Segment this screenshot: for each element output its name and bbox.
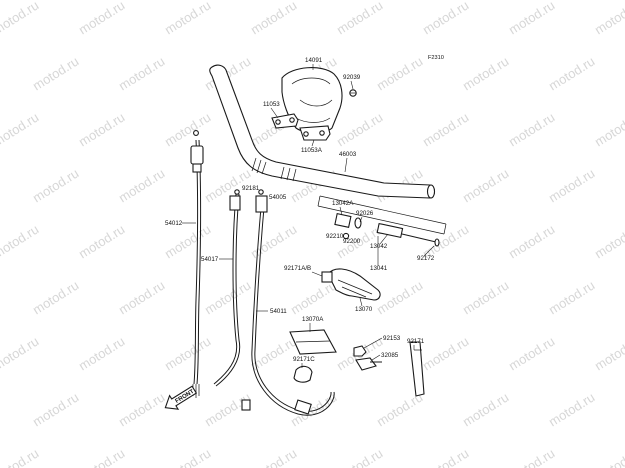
callout-92172: 92172 <box>417 255 435 262</box>
front-arrow-icon: FRONT <box>164 385 198 410</box>
nut <box>353 345 367 357</box>
callout-13042: 13042 <box>370 243 388 250</box>
callout-13042a: 13042A <box>332 200 354 207</box>
callout-92039: 92039 <box>343 74 361 81</box>
callout-92210: 92210 <box>326 233 344 240</box>
switch <box>355 357 382 371</box>
callout-92026: 92026 <box>356 210 374 217</box>
callout-13070a: 13070A <box>302 316 324 323</box>
part-callouts: 14091 92039 11053 11053A 46003 92181 540… <box>165 57 435 368</box>
callout-92171: 92171 <box>407 338 425 345</box>
handlebar <box>209 64 436 199</box>
cable-right <box>241 189 335 416</box>
callout-14091: 14091 <box>305 57 323 64</box>
callout-54017: 54017 <box>201 256 219 263</box>
cable-long <box>190 130 204 398</box>
cover-bolt <box>349 89 357 97</box>
callout-13041: 13041 <box>370 265 388 272</box>
callout-92153: 92153 <box>383 335 401 342</box>
upper-clamp <box>271 113 299 129</box>
callout-11053a: 11053A <box>301 147 323 154</box>
callout-11053: 11053 <box>263 101 280 108</box>
cable-middle <box>213 189 241 387</box>
cable-holder <box>293 365 313 383</box>
rubber-boot <box>409 341 425 397</box>
callout-13070: 13070 <box>355 306 373 313</box>
callout-32085: 32085 <box>381 352 399 359</box>
callout-54011: 54011 <box>270 308 287 315</box>
callout-46003: 46003 <box>339 151 357 158</box>
callout-54012: 54012 <box>165 220 183 227</box>
lever-bracket <box>321 268 381 301</box>
callout-92181: 92181 <box>242 185 260 192</box>
callout-54005: 54005 <box>269 194 287 201</box>
lower-clamp <box>299 125 331 141</box>
throttle-assembly <box>317 195 447 247</box>
callout-92171ab: 92171A/B <box>284 265 311 272</box>
switch-bracket <box>289 329 337 355</box>
callout-92200: 92200 <box>343 238 361 245</box>
diagram-code: F2310 <box>428 55 444 61</box>
callout-92171c: 92171C <box>293 356 315 363</box>
